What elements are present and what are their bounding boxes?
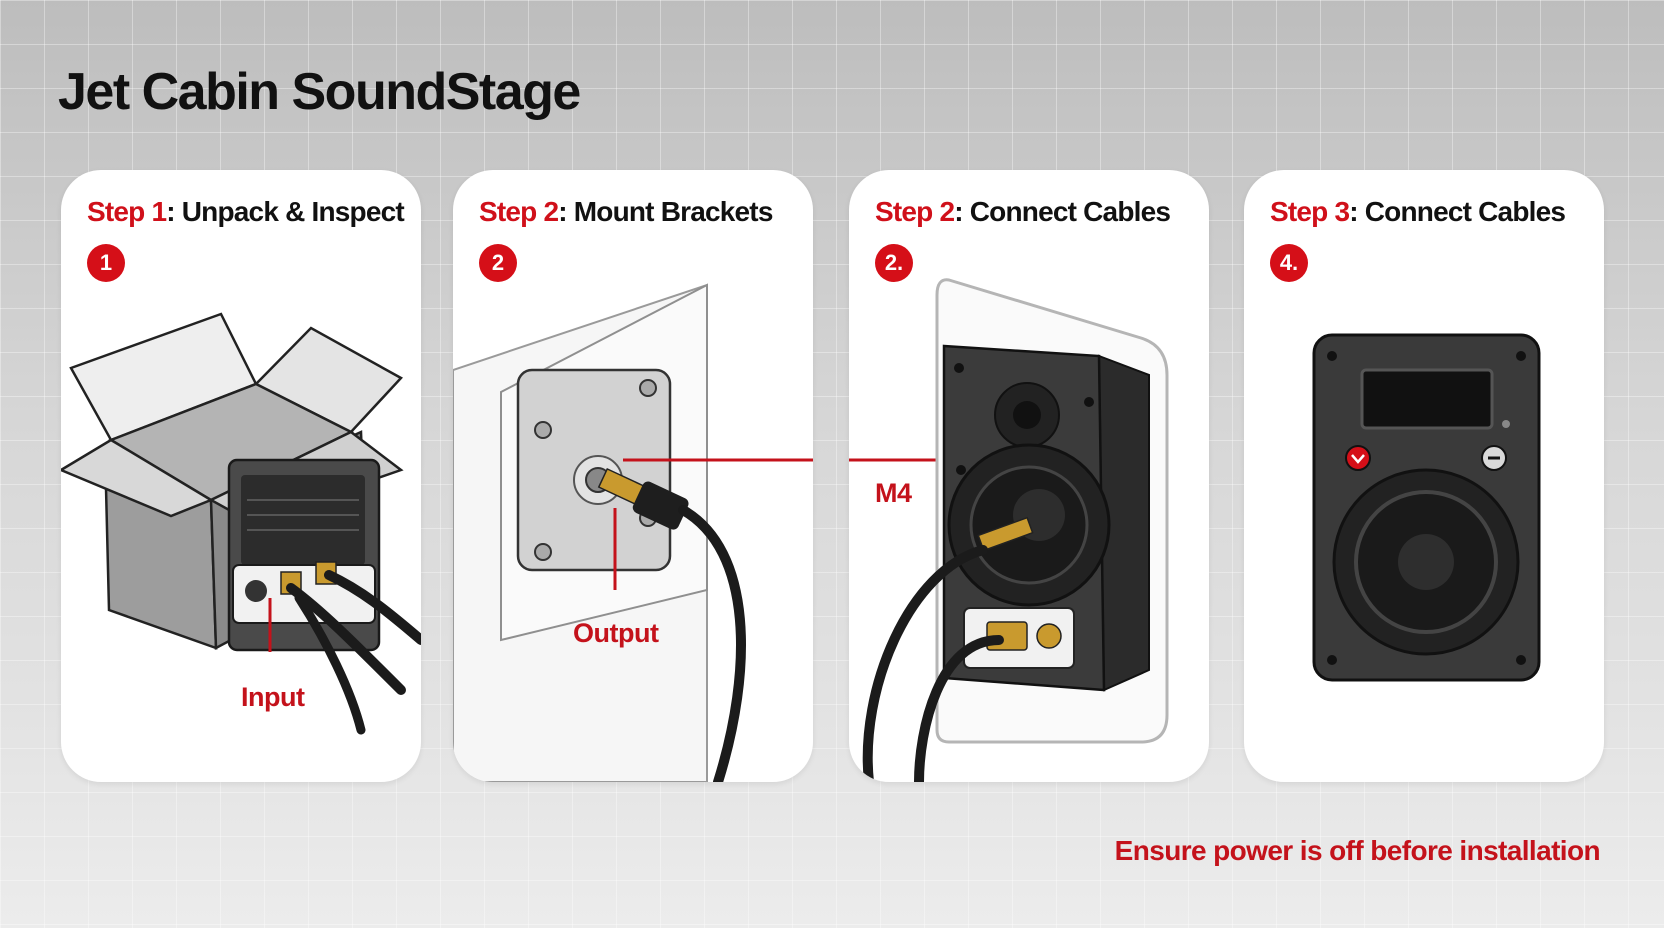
- step-1-badge: 1: [87, 244, 125, 282]
- step-1-title: Step 1: Unpack & Inspect: [87, 196, 405, 227]
- step-2-title: Step 2: Mount Brackets: [479, 196, 773, 227]
- callout-input: Input: [241, 682, 305, 712]
- step-card-4: Step 3: Connect Cables 4.: [1244, 170, 1604, 782]
- callout-m4: M4: [875, 478, 912, 508]
- step-4-badge: 4.: [1270, 244, 1308, 282]
- power-warning: Ensure power is off before installation: [1114, 835, 1601, 866]
- step-card-2: Step 2: Mount Brackets 2 Output: [453, 170, 813, 782]
- box-icon: [61, 312, 421, 735]
- speaker-front-icon: [1312, 333, 1541, 682]
- callout-output: Output: [573, 618, 659, 648]
- step-4-title: Step 3: Connect Cables: [1270, 196, 1566, 227]
- step-3-title: Step 2: Connect Cables: [875, 196, 1171, 227]
- step-card-1: Step 1: Unpack & Inspect 1 Input: [61, 170, 421, 782]
- page-title: Jet Cabin SoundStage: [58, 63, 581, 121]
- step-card-3: Step 2: Connect Cables 2. M4: [849, 170, 1209, 782]
- wall-plate-icon: [453, 283, 813, 782]
- speaker-cabinet-icon: [849, 278, 1169, 782]
- step-3-badge: 2.: [875, 244, 913, 282]
- step-2-badge: 2: [479, 244, 517, 282]
